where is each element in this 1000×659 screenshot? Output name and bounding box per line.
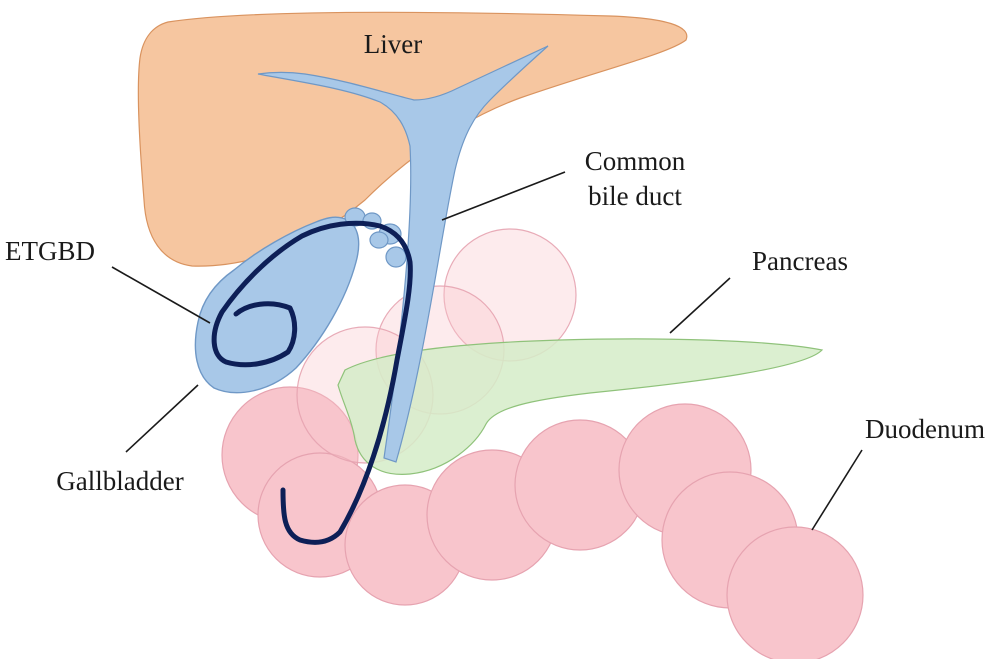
- leader-line-duodenum: [811, 449, 863, 531]
- label-liver: Liver: [364, 29, 422, 59]
- label-pancreas: Pancreas: [752, 246, 848, 276]
- etgbd-stent: [211, 220, 413, 545]
- pancreas: [337, 338, 824, 475]
- gallstone: [369, 231, 389, 249]
- bile-duct-tree: [257, 45, 549, 463]
- label-duodenum: Duodenum: [865, 414, 985, 444]
- leader-line-pancreas: [669, 277, 731, 334]
- leader-line-common-bile-duct: [441, 171, 566, 221]
- label-gallbladder: Gallbladder: [56, 466, 183, 496]
- leader-line-etgbd: [111, 266, 211, 324]
- leader-line-gallbladder: [125, 384, 199, 453]
- duodenum-segment: [726, 526, 864, 659]
- label-common-bile-duct-line2: bile duct: [588, 181, 682, 211]
- duodenum-loop: [221, 386, 864, 659]
- label-common-bile-duct-line1: Common: [585, 146, 686, 176]
- gallstone: [385, 246, 407, 268]
- label-etgbd: ETGBD: [5, 236, 95, 266]
